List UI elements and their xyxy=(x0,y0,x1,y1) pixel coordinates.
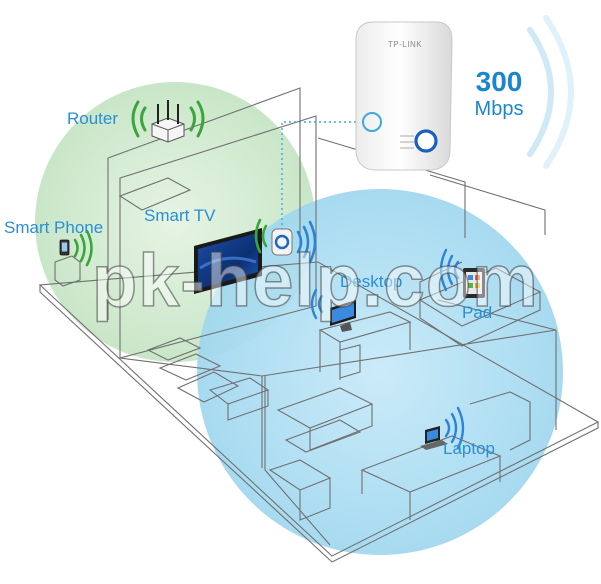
smart-tv-signal-icon xyxy=(254,218,268,254)
adapter-signal-icon xyxy=(296,220,317,264)
laptop-icon xyxy=(420,426,448,450)
laptop-label: Laptop xyxy=(443,439,495,458)
smart-tv-label: Smart TV xyxy=(144,206,216,225)
router-signal-icon xyxy=(131,100,205,138)
house-wireframe xyxy=(38,87,600,563)
adapter-icon xyxy=(271,228,293,256)
pad-label: Pad xyxy=(462,303,493,322)
desktop-label: Desktop xyxy=(340,272,403,291)
smart-tv-icon xyxy=(194,228,262,294)
smart-phone-label: Smart Phone xyxy=(4,218,104,237)
desktop-signal-icon xyxy=(310,288,324,320)
extender-signal-arcs xyxy=(527,15,574,169)
connection-dotted-line xyxy=(281,121,362,230)
extender-power-ring-icon xyxy=(414,129,438,153)
range-extender-device xyxy=(355,21,453,171)
smart-phone-icon xyxy=(59,239,70,256)
pad-signal-icon xyxy=(439,248,460,292)
desktop-icon xyxy=(330,300,356,332)
watermark-text: pk-help.com xyxy=(91,238,539,323)
router-label: Router xyxy=(67,109,119,128)
speed-value-label: 300 xyxy=(475,66,523,97)
router-icon xyxy=(151,100,185,143)
speed-unit-label: Mbps xyxy=(474,98,524,120)
smart-phone-signal-icon xyxy=(73,229,93,267)
extender-brand-label: TP-LINK xyxy=(387,40,423,49)
laptop-signal-icon xyxy=(444,406,465,450)
extender-highlight-ring xyxy=(362,112,382,132)
pad-icon xyxy=(463,268,485,298)
